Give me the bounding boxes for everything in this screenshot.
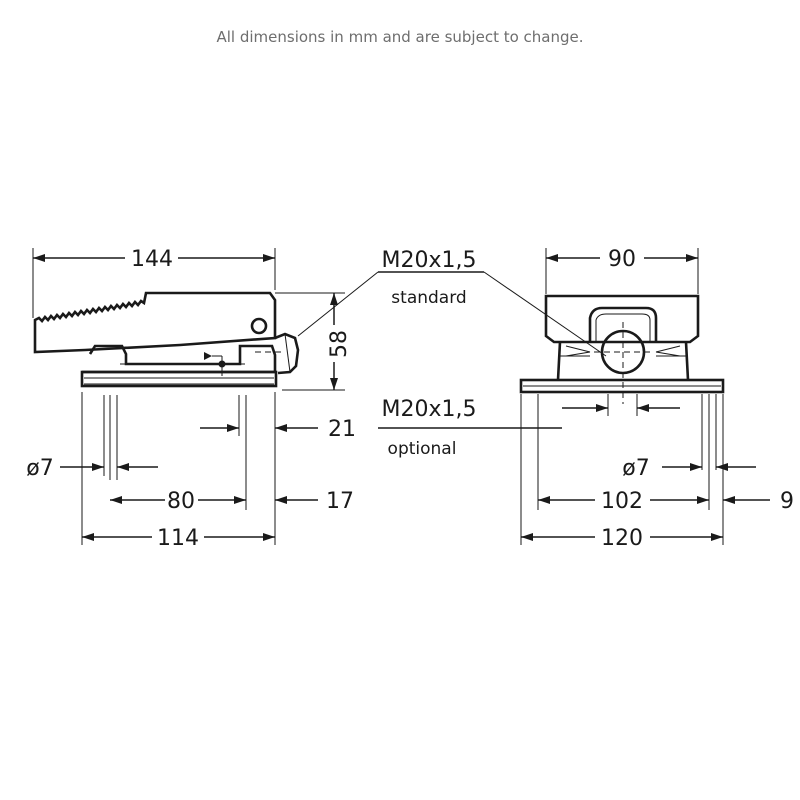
dim-102: 102: [601, 489, 643, 514]
front-view: 90 ø7 102 9 120: [519, 247, 794, 551]
dim-9: 9: [780, 489, 794, 514]
housing-front: [556, 341, 690, 381]
dim-17: 17: [326, 489, 354, 514]
base-plate-side: [80, 370, 278, 388]
dim-hole-d7-side: ø7: [26, 456, 53, 481]
dimensions-note: All dimensions in mm and are subject to …: [216, 28, 584, 46]
side-view: 144 58 21 ø7 80 17 114: [26, 247, 356, 551]
dim-58: 58: [327, 330, 352, 358]
dim-hole-d7-front: ø7: [622, 456, 649, 481]
ground-symbol-icon: [204, 351, 285, 376]
dim-144: 144: [131, 247, 173, 272]
pivot-icon: [250, 317, 268, 335]
pedal-body-side: [33, 291, 277, 354]
optional-thread-label: M20x1,5: [382, 397, 477, 422]
dim-114: 114: [157, 526, 199, 551]
cable-gland-side: [274, 332, 300, 375]
dim-120: 120: [601, 526, 643, 551]
dim-21: 21: [328, 417, 356, 442]
pedal-body-front: [544, 294, 700, 344]
dim-90: 90: [608, 247, 636, 272]
base-plate-front: [519, 378, 725, 394]
standard-label: standard: [391, 288, 466, 308]
standard-thread-label: M20x1,5: [382, 248, 477, 273]
cable-entry-labels: M20x1,5 standard M20x1,5 optional: [297, 248, 607, 459]
dim-80: 80: [167, 489, 195, 514]
optional-label: optional: [388, 439, 457, 459]
